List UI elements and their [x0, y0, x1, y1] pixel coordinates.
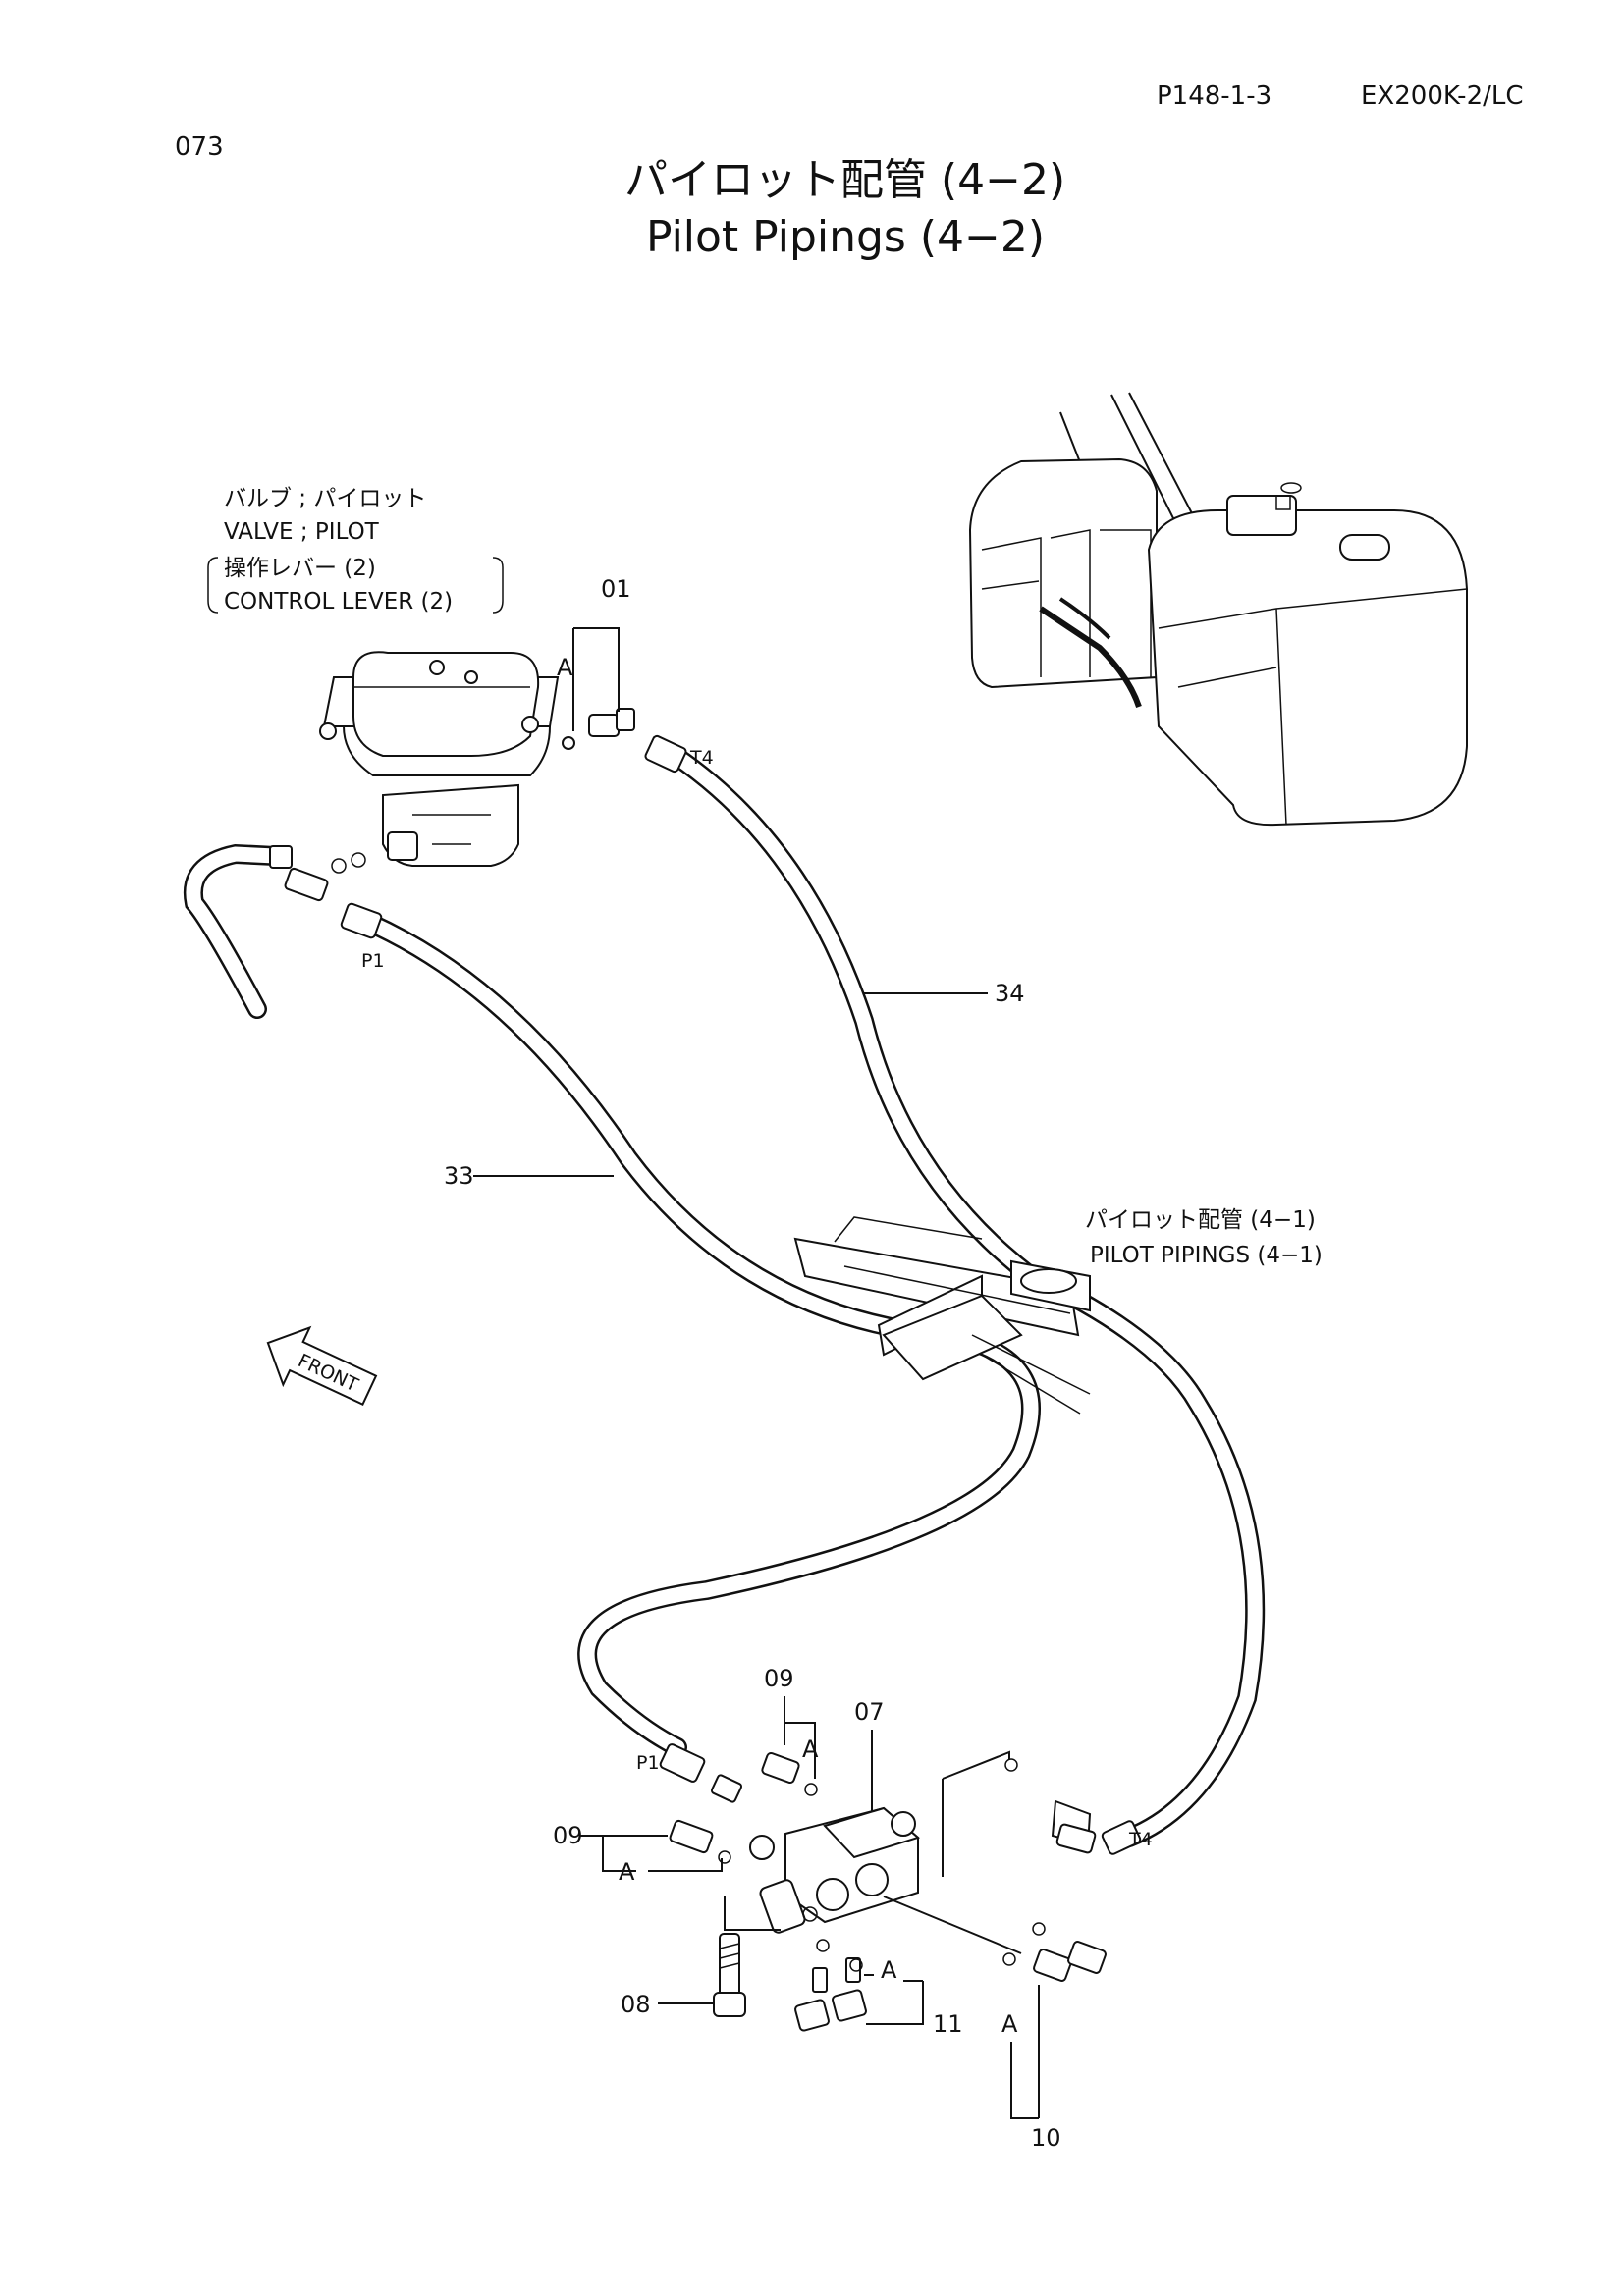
callout-09-left: 09 — [553, 1822, 583, 1849]
callout-a-09-left: A — [619, 1858, 635, 1886]
callout-09-upper: 09 — [764, 1665, 794, 1692]
fitting-01-elbow — [562, 708, 635, 750]
tee-fitting-upper — [284, 852, 366, 902]
fittings-10 — [1002, 1922, 1107, 1982]
callout-11: 11 — [933, 2010, 963, 2038]
fitting-p1-lower — [659, 1743, 743, 1803]
callout-a-upper: A — [557, 654, 573, 681]
callout-a-11: A — [881, 1956, 897, 1984]
callout-07: 07 — [854, 1698, 885, 1726]
page-number: 073 — [175, 133, 224, 162]
title-en: Pilot Pipings (4−2) — [646, 212, 1045, 262]
fitting-09-left — [669, 1819, 731, 1864]
callout-01: 01 — [601, 575, 631, 603]
pilot-valve-control-lever — [319, 651, 560, 867]
ref-label-en: PILOT PIPINGS (4−1) — [1090, 1243, 1323, 1268]
model-code: EX200K-2/LC — [1361, 81, 1524, 111]
title-jp: パイロット配管 (4−2) — [624, 155, 1065, 205]
callout-a-09-upper: A — [802, 1735, 819, 1763]
callout-34: 34 — [995, 980, 1025, 1007]
bolt-08 — [713, 1933, 746, 2017]
reference-code: P148-1-3 — [1157, 81, 1271, 111]
callout-10: 10 — [1031, 2124, 1061, 2152]
ref-label-jp: パイロット配管 (4−1) — [1085, 1207, 1316, 1233]
fitting-t4-upper — [644, 734, 687, 774]
valve-sub-label-jp: 操作レバー (2) — [224, 556, 376, 581]
port-label-p1-upper: P1 — [361, 950, 385, 972]
port-label-t4-lower: T4 — [1128, 1829, 1153, 1850]
shuttle-valve-07 — [749, 1806, 921, 1934]
leader-lines — [473, 627, 1040, 2119]
fitting-09-upper — [761, 1751, 818, 1796]
callout-a-10: A — [1001, 2010, 1018, 2038]
port-label-p1-lower: P1 — [636, 1752, 660, 1774]
port-label-t4-upper: T4 — [689, 747, 714, 769]
callout-08: 08 — [621, 1991, 651, 2018]
reference-label-4-1: パイロット配管 (4−1) PILOT PIPINGS (4−1) — [1085, 1207, 1323, 1268]
fitting-t4-lower — [1004, 1758, 1142, 1855]
valve-label: バルブ ; パイロット VALVE ; PILOT 操作レバー (2) CONT… — [207, 486, 504, 614]
fittings-11 — [794, 1939, 867, 2032]
valve-label-jp: バルブ ; パイロット — [224, 486, 426, 511]
valve-label-en: VALVE ; PILOT — [224, 519, 380, 545]
valve-sub-label-en: CONTROL LEVER (2) — [224, 589, 453, 614]
hose-33 — [349, 908, 1041, 1757]
front-direction-arrow: FRONT — [266, 1325, 378, 1407]
callout-33: 33 — [444, 1162, 474, 1190]
hose-34 — [666, 746, 1266, 1847]
excavator-key-illustration — [968, 392, 1468, 827]
left-hose-stub — [183, 843, 293, 1019]
hose-bracket-clamp — [793, 1216, 1091, 1415]
fitting-p1-upper — [340, 902, 383, 939]
